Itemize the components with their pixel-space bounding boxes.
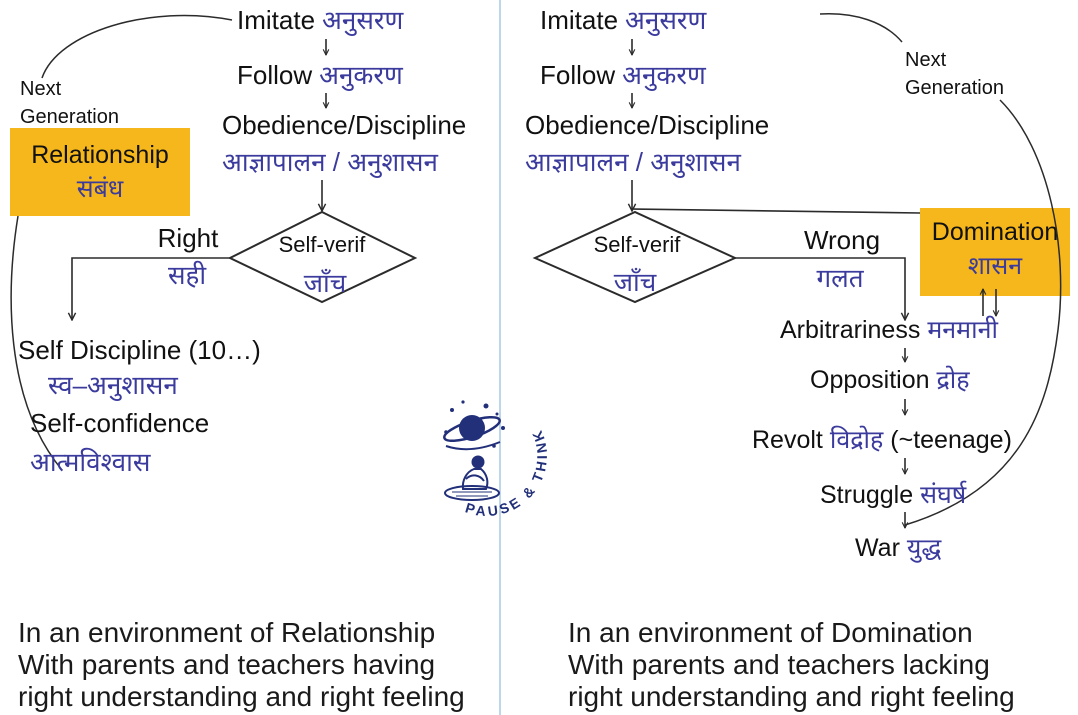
right-caption-line-1: In an environment of Domination (568, 617, 973, 648)
consequence-revolt-note: (~teenage) (890, 426, 1012, 454)
right-step-imitate-en: Imitate (540, 5, 619, 35)
orbit-swoosh (445, 441, 501, 451)
left-step-follow-en: Follow (237, 60, 313, 90)
consequence-struggle-hi: संघर्ष (920, 481, 967, 509)
left-caption-line-3: right understanding and right feeling (18, 681, 465, 712)
consequence-revolt-hi: विद्रोह (829, 426, 884, 454)
right-generation-label: Generation (905, 77, 1004, 99)
right-step-follow-en: Follow (540, 60, 616, 90)
left-branch-right-connector (72, 257, 230, 320)
planet-icon (459, 415, 485, 441)
left-check-hi: जाँच (303, 268, 347, 298)
domination-box-hi: शासन (967, 252, 1023, 280)
star-dot (461, 400, 465, 404)
meditation-mat-icon (444, 485, 500, 501)
domination-box-en: Domination (931, 218, 1059, 246)
right-next-label: Next (905, 49, 947, 71)
left-check-diamond (227, 210, 418, 304)
left-check-en: Self-verif (278, 232, 366, 257)
right-step-follow-hi: अनुकरण (622, 60, 706, 90)
meditator-head-icon (471, 455, 485, 469)
left-next-label: Next (20, 78, 62, 100)
left-step-imitate-hi: अनुसरण (322, 5, 404, 35)
consequence-opposition-hi: द्रोह (936, 366, 970, 394)
right-caption-line-3: right understanding and right feeling (568, 681, 1015, 712)
left-caption-line-1: In an environment of Relationship (18, 617, 436, 648)
left-step-follow-hi: अनुकरण (319, 60, 403, 90)
consequence-arbitrariness-hi: मनमानी (927, 316, 998, 344)
left-next-generation-arc (41, 14, 233, 79)
right-link-to-domination (631, 208, 921, 214)
right-caption: In an environment of Domination With par… (568, 617, 1015, 713)
left-step-imitate-en: Imitate (237, 5, 316, 35)
star-dot (483, 403, 489, 409)
right-branch-wrong-connector (735, 257, 905, 320)
consequence-arbitrariness-en: Arbitrariness (780, 316, 921, 344)
result-self-confidence-hi: आत्मविश्वास (30, 447, 151, 477)
star-dot (450, 408, 454, 412)
right-step-obedience-en: Obedience/Discipline (525, 110, 770, 140)
consequence-struggle-en: Struggle (820, 481, 914, 509)
result-self-discipline-en: Self Discipline (10…) (18, 335, 261, 365)
relationship-box: Relationship संबंध (10, 128, 190, 216)
left-caption-line-2: With parents and teachers having (18, 649, 436, 680)
right-check-diamond (532, 210, 738, 304)
meditator-body-icon (461, 468, 489, 490)
right-step-obedience-hi: आज्ञापालन / अनुशासन (525, 147, 741, 177)
branch-wrong-en: Wrong (803, 225, 881, 255)
right-check-hi: जाँच (613, 267, 657, 297)
left-caption: In an environment of Relationship With p… (18, 617, 465, 713)
consequence-war-en: War (855, 534, 900, 562)
star-dot (501, 426, 505, 430)
consequence-opposition-en: Opposition (810, 366, 930, 394)
domination-box: Domination शासन (920, 208, 1070, 296)
mat-hatching (452, 491, 492, 497)
left-generation-loop-curve (10, 215, 63, 471)
left-step-obedience-hi: आज्ञापालन / अनुशासन (222, 147, 438, 177)
relationship-box-en: Relationship (31, 141, 169, 169)
left-step-obedience-en: Obedience/Discipline (222, 110, 467, 140)
relationship-box-hi: संबंध (76, 175, 124, 203)
branch-wrong-hi: गलत (816, 263, 864, 293)
left-generation-label: Generation (20, 106, 119, 128)
branch-right-hi: सही (167, 260, 207, 290)
result-self-confidence-en: Self-confidence (30, 408, 210, 438)
right-caption-line-2: With parents and teachers lacking (568, 649, 990, 680)
right-step-imitate-hi: अनुसरण (625, 5, 707, 35)
right-check-en: Self-verif (593, 232, 681, 257)
meditator-knees-icon (465, 474, 485, 482)
star-dot (444, 430, 448, 434)
branch-right-en: Right (157, 223, 219, 253)
result-self-discipline-hi: स्व–अनुशासन (48, 370, 178, 400)
consequence-war-hi: युद्ध (906, 534, 942, 562)
consequence-revolt-en: Revolt (752, 426, 823, 454)
pause-and-think-logo: PAUSE & THINK (443, 400, 547, 519)
right-generation-loop-curve (904, 99, 1062, 526)
star-dot (495, 412, 499, 416)
right-next-generation-arc (819, 13, 903, 43)
